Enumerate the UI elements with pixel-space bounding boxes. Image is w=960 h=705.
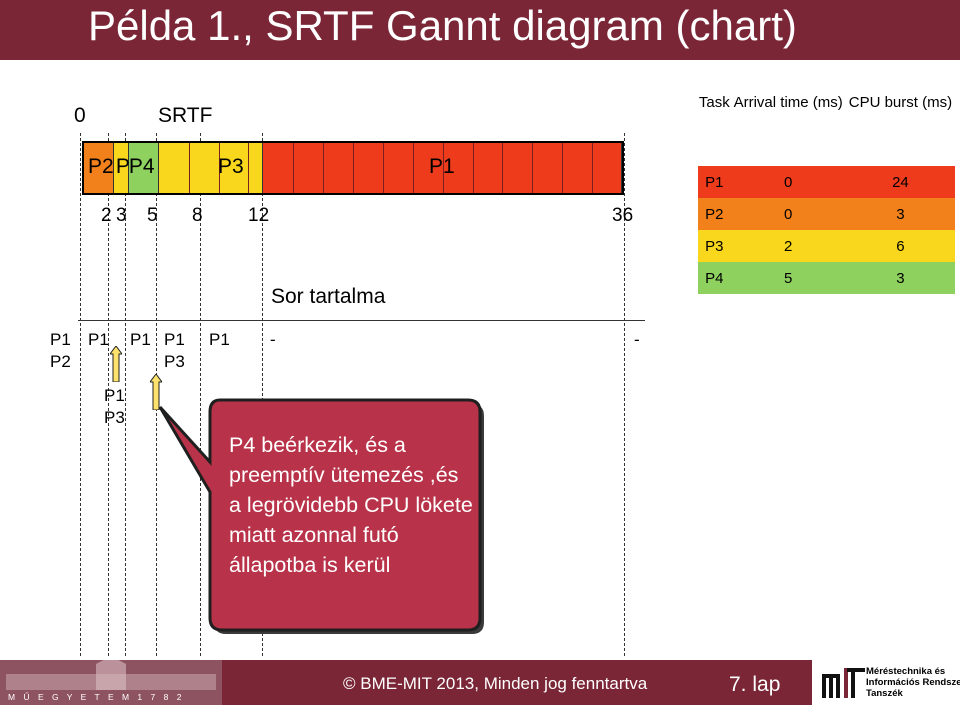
table-header: Task [698,94,730,111]
gantt-segment-p2 [84,143,114,193]
task-table: Task Arrival time (ms) CPU burst (ms) P1… [698,92,955,294]
table-row: P2 0 3 [698,198,955,230]
time-line-0 [80,133,81,656]
time-label: 8 [192,205,203,226]
gantt-cell-divider [472,143,474,193]
arrival-arrow-icon [150,374,162,410]
gantt-cell-divider [442,143,444,193]
table-header: Arrival time (ms) [733,94,843,111]
gantt-cell-divider [562,143,564,193]
gantt-start-label: 0 [74,104,86,127]
table-cell: 2 [784,237,793,255]
table-cell: 6 [896,237,905,255]
table-cell: 3 [896,205,905,223]
gantt-cell-divider [188,143,190,193]
queue-entry: P1 [209,330,230,349]
gantt-segment-label: P3 [218,155,244,178]
gantt-segment-p3 [158,143,264,193]
arrival-arrow-icon [110,346,122,382]
copyright-text: © BME-MIT 2013, Minden jog fenntartva [343,674,648,693]
time-label: 3 [116,205,127,226]
table-cell: 0 [784,205,793,223]
table-cell: P4 [705,269,724,287]
time-line-36 [624,133,625,656]
gantt-cell-divider [592,143,594,193]
gantt-cell-divider [502,143,504,193]
university-caption: M Ű E G Y E T E M 1 7 8 2 [8,692,185,702]
table-header: CPU burst (ms) [848,94,953,111]
gantt-segment-p4 [128,143,159,193]
gantt-segment-p3 [113,143,129,193]
university-building-icon [0,660,222,705]
gantt-cell-divider [248,143,250,193]
department-logo [812,660,960,705]
time-label: 5 [147,205,158,226]
title-bar: Példa 1., SRTF Gannt diagram (chart) [0,0,960,60]
gantt-cell-divider [532,143,534,193]
queue-entry: - [270,330,276,349]
queue-divider [78,320,645,321]
table-cell: P2 [705,205,724,223]
table-cell: 5 [784,269,793,287]
table-cell: 3 [896,269,905,287]
gantt-cell-divider [218,143,220,193]
gantt-cell-divider [353,143,354,193]
time-label: 2 [101,205,112,226]
queue-entry: P1 [88,330,109,349]
gantt-cell-divider [293,143,295,193]
callout-text: P4 beérkezik, és a preemptív ütemezés ,é… [229,433,473,577]
gantt-segment-label: P1 [429,155,455,178]
table-cell: P3 [705,237,724,255]
slide-title: Példa 1., SRTF Gannt diagram (chart) [88,2,797,49]
time-line-12 [262,133,263,656]
time-line-2 [108,133,109,656]
time-label: 12 [248,205,270,226]
time-label: 36 [612,205,634,226]
mit-logo-icon [822,668,865,698]
table-row: P4 5 3 [698,262,955,294]
table-cell: 0 [784,173,793,191]
department-name: Méréstechnika és Információs Rendszerek … [866,666,960,699]
table-cell: 24 [892,173,909,191]
queue-entry: - [634,330,640,349]
algorithm-label: SRTF [158,104,213,127]
gantt-cell-divider [412,143,414,193]
queue-entry: P1 [130,330,151,349]
gantt-bar: P2P3P4P3P1 [82,141,624,195]
queue-label: Sor tartalma [271,285,386,308]
time-line-8 [200,133,201,656]
callout-bubble [158,398,484,634]
gantt-cell-divider [382,143,384,193]
table-row: P1 0 24 [698,166,955,198]
table-row: P3 2 6 [698,230,955,262]
table-cell: P1 [705,173,724,191]
gantt-segment-label: P2 [88,155,114,178]
gantt-cell-divider [323,143,325,193]
gantt-segment-label: P4 [128,155,155,178]
time-line-3 [125,133,126,656]
page-number: 7. lap [729,673,781,696]
